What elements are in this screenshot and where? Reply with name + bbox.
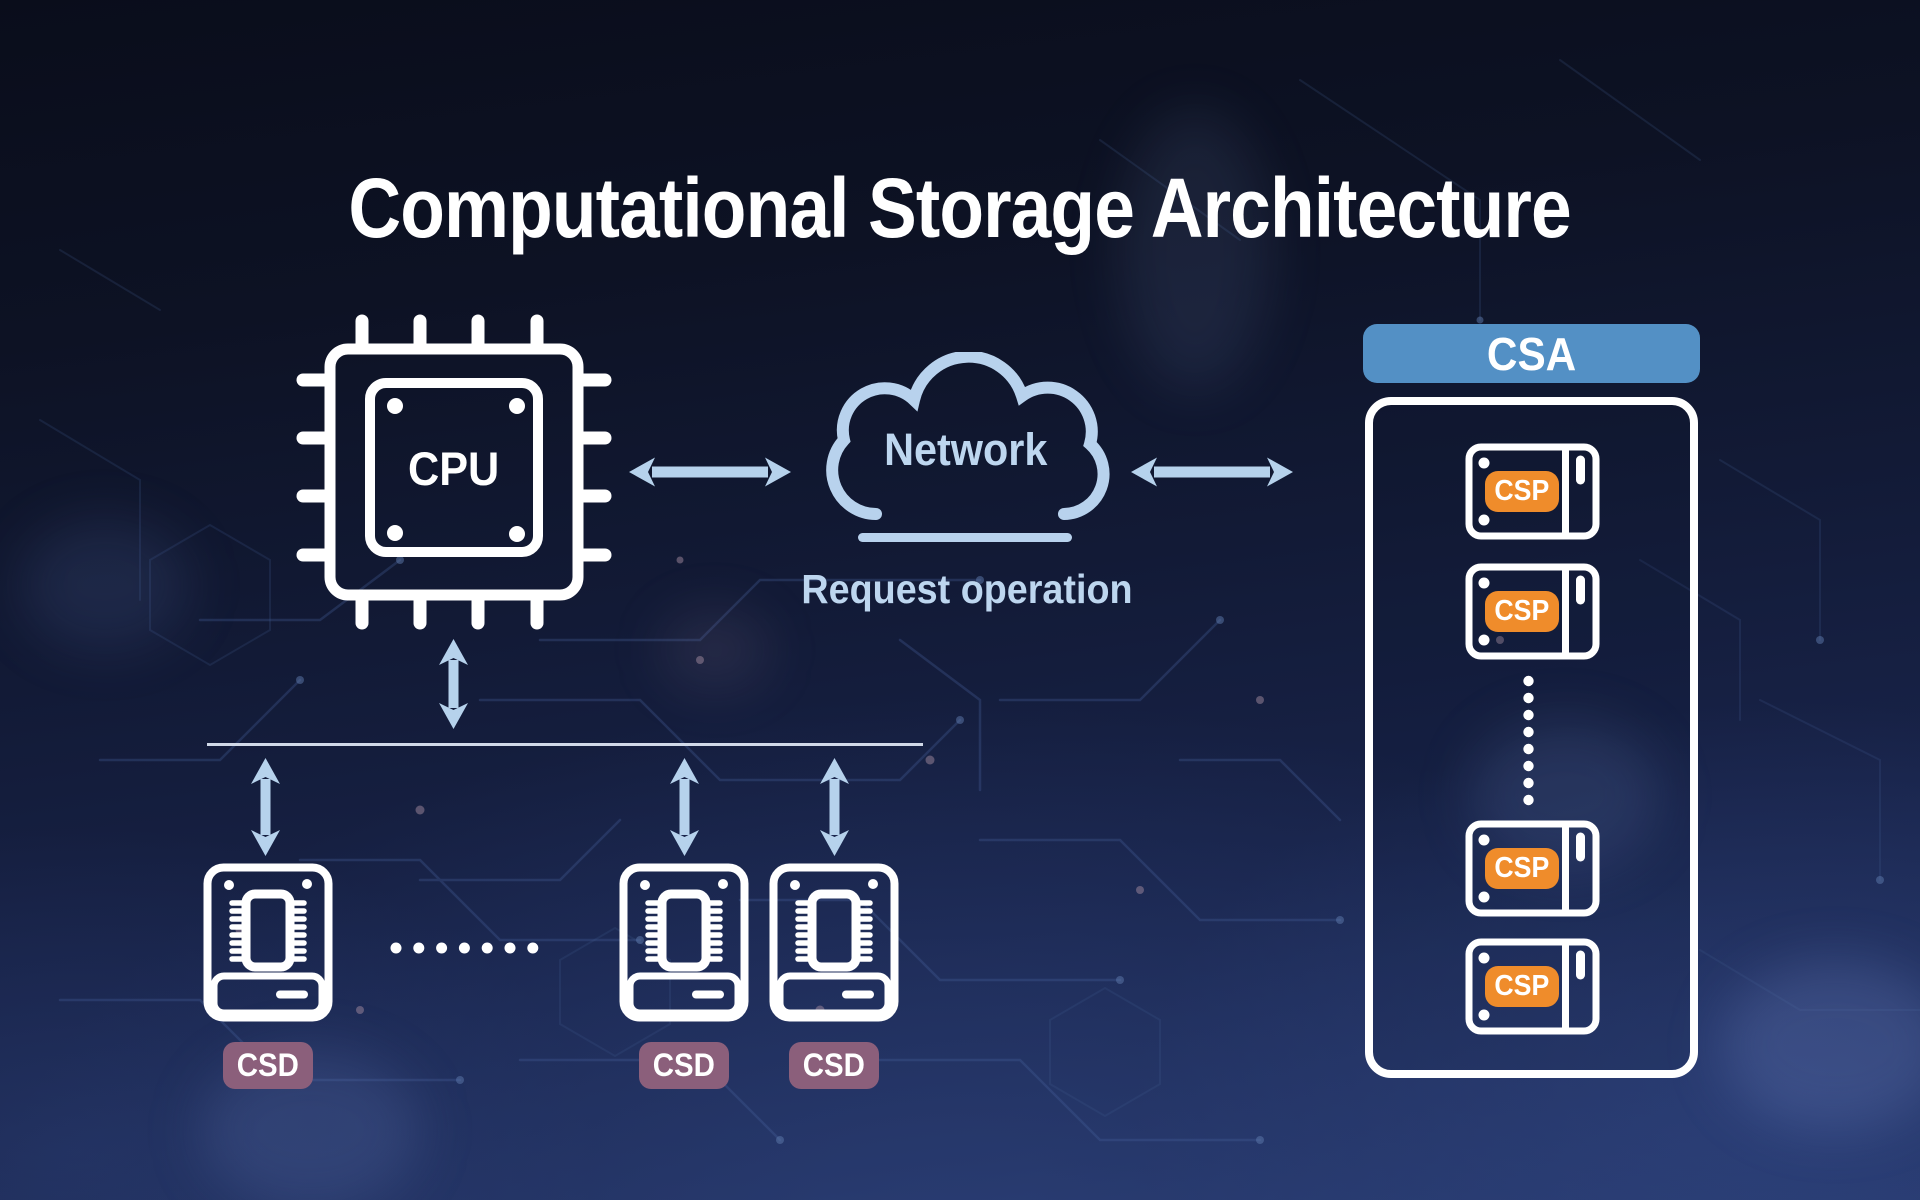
vertical-ellipsis-icon xyxy=(1523,675,1534,806)
csp-badge: CSP xyxy=(1485,966,1559,1007)
csd-badge: CSD xyxy=(639,1042,729,1089)
storage-drive-chip-icon xyxy=(619,863,749,1022)
csp-badge: CSP xyxy=(1485,848,1559,889)
csd-drive-1 xyxy=(203,863,333,1022)
csd-label: CSD xyxy=(652,1047,716,1083)
arrow-bus-csd-2-icon xyxy=(670,758,699,856)
csd-drive-2 xyxy=(619,863,749,1022)
csp-label: CSP xyxy=(1494,475,1550,507)
network-label: Network xyxy=(884,424,1048,475)
csp-label: CSP xyxy=(1494,595,1550,627)
request-operation-label: Request operation xyxy=(801,565,1133,612)
storage-drive-chip-icon xyxy=(203,863,333,1022)
ssd-drive-icon xyxy=(1465,820,1600,917)
csp-badge: CSP xyxy=(1485,471,1559,512)
csd-badge: CSD xyxy=(223,1042,313,1089)
storage-drive-chip-icon xyxy=(769,863,899,1022)
page-title-text: Computational Storage Architecture xyxy=(348,161,1572,255)
horizontal-ellipsis-icon xyxy=(390,942,539,954)
network-underline xyxy=(858,533,1072,542)
cloud-icon xyxy=(826,352,1110,520)
csp-label: CSP xyxy=(1494,970,1550,1002)
csp-badge: CSP xyxy=(1485,591,1559,632)
csp-drive-2: CSP xyxy=(1465,563,1600,660)
arrow-bus-csd-1-icon xyxy=(251,758,280,856)
arrow-bus-csd-3-icon xyxy=(820,758,849,856)
csd-badge: CSD xyxy=(789,1042,879,1089)
csd-drive-3 xyxy=(769,863,899,1022)
csp-drive-3: CSP xyxy=(1465,820,1600,917)
ssd-drive-icon xyxy=(1465,938,1600,1035)
bus-line xyxy=(207,743,923,746)
page-title: Computational Storage Architecture xyxy=(0,160,1920,257)
cpu-label: CPU xyxy=(408,441,500,495)
csp-drive-1: CSP xyxy=(1465,443,1600,540)
csd-label: CSD xyxy=(802,1047,866,1083)
csd-label: CSD xyxy=(236,1047,300,1083)
csp-label: CSP xyxy=(1494,852,1550,884)
csp-drive-4: CSP xyxy=(1465,938,1600,1035)
arrow-network-csa-icon xyxy=(1131,457,1293,487)
arrow-cpu-bus-icon xyxy=(439,639,468,729)
ssd-drive-icon xyxy=(1465,563,1600,660)
ssd-drive-icon xyxy=(1465,443,1600,540)
arrow-cpu-network-icon xyxy=(629,457,791,487)
cpu-chip-icon xyxy=(296,314,612,630)
csa-header: CSA xyxy=(1363,324,1700,383)
